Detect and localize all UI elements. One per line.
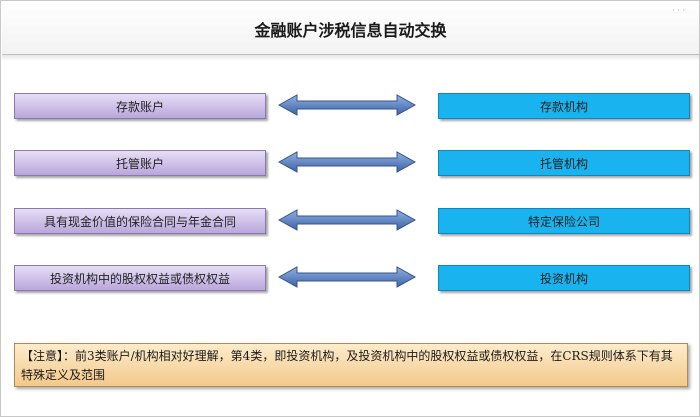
institution-box: 存款机构	[438, 93, 690, 119]
title-band: 金融账户涉税信息自动交换 · · ·	[2, 2, 699, 55]
double-arrow-icon	[277, 266, 417, 288]
note-box: 【注意】：前3类账户/机构相对好理解，第4类，即投资机构，及投资机构中的股权权益…	[14, 343, 688, 387]
account-type-box: 存款账户	[14, 93, 266, 119]
mapping-row: 托管账户 托管机构	[1, 150, 700, 178]
mapping-row: 投资机构中的股权权益或债权权益 投资机构	[1, 265, 700, 293]
institution-box: 特定保险公司	[438, 208, 690, 234]
institution-box: 托管机构	[438, 150, 690, 176]
note-text: 【注意】：前3类账户/机构相对好理解，第4类，即投资机构，及投资机构中的股权权益…	[21, 349, 673, 382]
institution-box: 投资机构	[438, 265, 690, 291]
mapping-row: 存款账户 存款机构	[1, 93, 700, 121]
corner-marker: · · ·	[672, 6, 685, 15]
double-arrow-icon	[277, 209, 417, 231]
double-arrow-icon	[277, 94, 417, 116]
account-type-box: 具有现金价值的保险合同与年金合同	[14, 208, 266, 234]
account-type-box: 托管账户	[14, 150, 266, 176]
mapping-row: 具有现金价值的保险合同与年金合同 特定保险公司	[1, 208, 700, 236]
double-arrow-icon	[277, 151, 417, 173]
page-title: 金融账户涉税信息自动交换	[254, 21, 447, 40]
title-band-shadow	[2, 55, 699, 61]
account-type-box: 投资机构中的股权权益或债权权益	[14, 265, 266, 291]
